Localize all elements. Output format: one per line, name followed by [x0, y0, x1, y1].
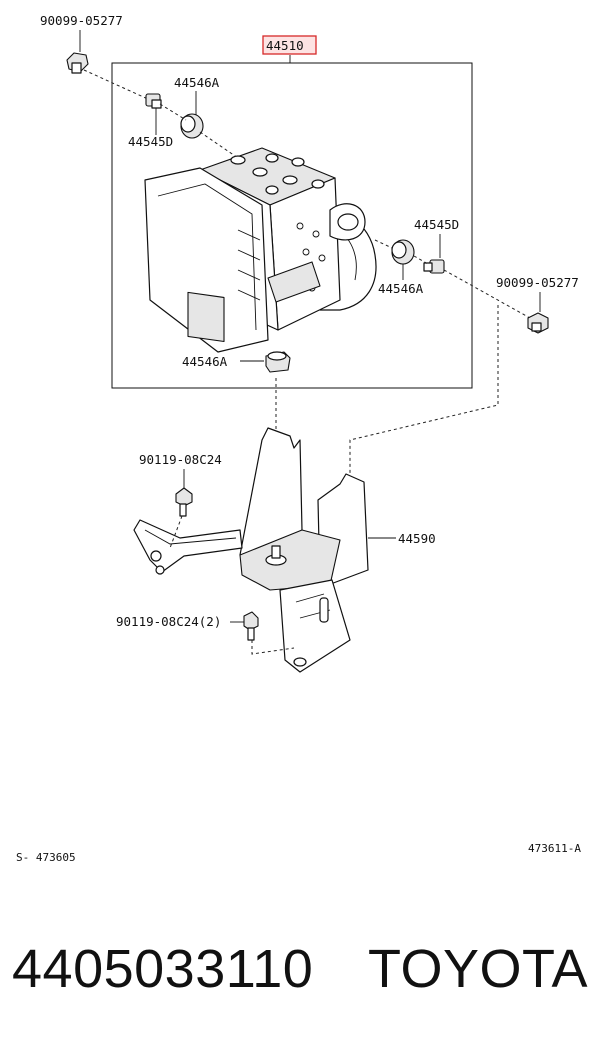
label-cap-a-top[interactable]: 44546A — [174, 75, 220, 90]
bolt-bracket-lower — [243, 611, 259, 641]
label-assembly[interactable]: 44510 — [266, 38, 304, 53]
brand-name: TOYOTA — [367, 939, 588, 999]
label-plug-d-right[interactable]: 44545D — [414, 217, 459, 232]
label-bolt-top-left[interactable]: 90099-05277 — [40, 13, 123, 28]
ref-code-right: 473611-A — [528, 842, 581, 855]
cap-a-bottom — [265, 351, 291, 373]
plug-d-right — [423, 259, 445, 274]
bracket-44590 — [133, 427, 369, 673]
label-bolt-bracket-2[interactable]: 90119-08C24(2) — [116, 614, 221, 629]
part-number: 4405033110 — [12, 939, 314, 999]
ref-code-left: S- 473605 — [16, 851, 76, 864]
abs-actuator-body — [144, 147, 377, 353]
label-plug-d-top[interactable]: 44545D — [128, 134, 173, 149]
cap-a-right — [391, 239, 415, 265]
plug-d-top — [145, 93, 162, 109]
label-bracket[interactable]: 44590 — [398, 531, 436, 546]
label-cap-a-bottom[interactable]: 44546A — [182, 354, 228, 369]
assembly-label-highlight — [262, 35, 317, 55]
bolt-top-left — [66, 52, 89, 74]
caption-bar: 4405033110 TOYOTA — [12, 938, 588, 1000]
bolt-right — [527, 312, 549, 334]
bolt-bracket-top — [175, 487, 193, 517]
cap-a-top — [180, 113, 204, 139]
assembly-frame — [111, 62, 473, 389]
label-cap-a-right[interactable]: 44546A — [378, 281, 424, 296]
label-bolt-bracket[interactable]: 90119-08C24 — [139, 452, 222, 467]
label-bolt-right[interactable]: 90099-05277 — [496, 275, 579, 290]
